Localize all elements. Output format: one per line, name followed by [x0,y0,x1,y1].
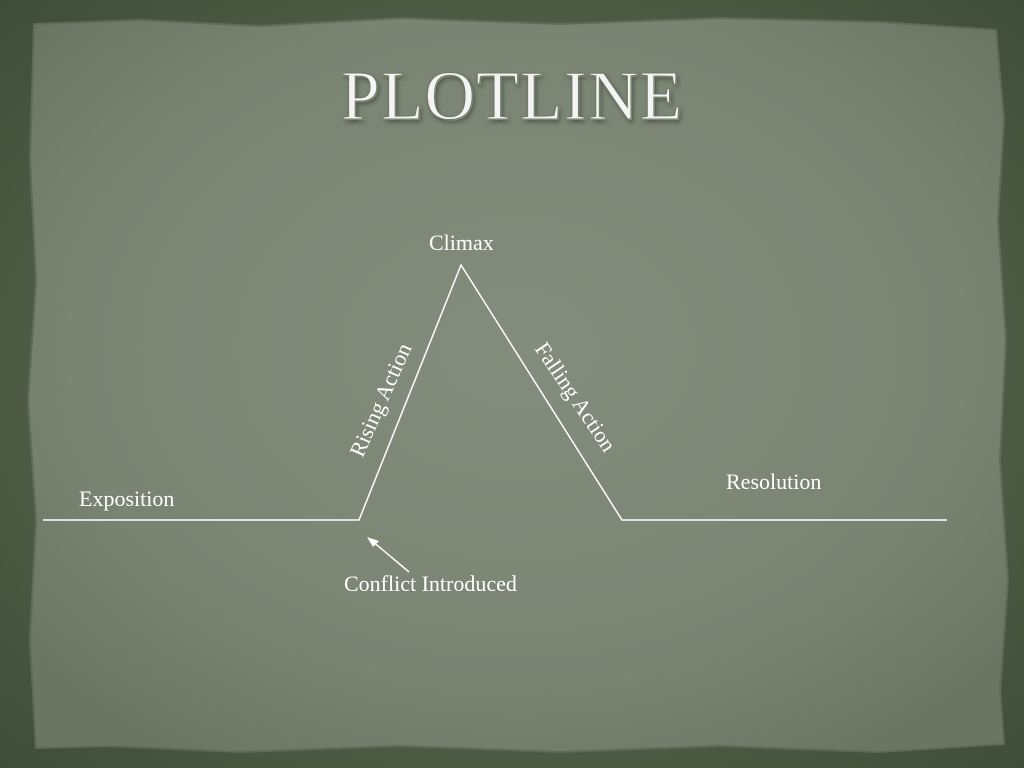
exposition-label: Exposition [79,486,175,511]
slide-title: PLOTLINE [340,58,684,135]
conflict-introduced-label: Conflict Introduced [344,571,517,596]
conflict-arrow-head [367,537,379,547]
climax-label: Climax [429,230,494,255]
plot-line [43,263,947,521]
resolution-label: Resolution [726,469,822,494]
paper-sheet [26,16,1010,754]
conflict-arrow-shaft [370,539,410,573]
